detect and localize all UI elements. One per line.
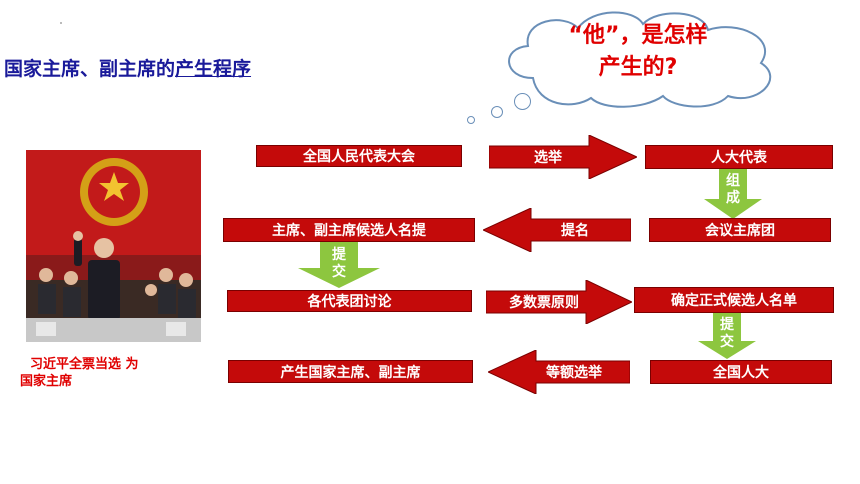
- box-candidate-list: 确定正式候选人名单: [634, 287, 834, 313]
- down-arrow-form: 组成: [704, 169, 762, 219]
- box-npc: 全国人民代表大会: [256, 145, 462, 167]
- page-title-underlined: 产生程序: [175, 58, 252, 80]
- thought-bubble-small: [467, 116, 475, 124]
- arrow-majority: 多数票原则: [486, 280, 632, 324]
- box-npc-full: 全国人大: [650, 360, 832, 384]
- box-deputies: 人大代表: [645, 145, 833, 169]
- box-presidium: 会议主席团: [649, 218, 831, 242]
- down-arrow-submit-2: 提交: [698, 313, 756, 359]
- arrow-nominate: 提名: [483, 208, 631, 252]
- cloud-text: “他”，是怎样 产生的?: [568, 23, 708, 80]
- photo-caption: 习近平全票当选 为 国家主席: [20, 357, 139, 389]
- thought-bubble-large: [514, 93, 531, 110]
- thought-cloud: [508, 11, 772, 108]
- thought-bubble-medium: [491, 106, 503, 118]
- stray-dot: [60, 22, 62, 24]
- box-delegations: 各代表团讨论: [227, 290, 472, 312]
- box-nominees: 主席、副主席候选人名提: [223, 218, 475, 242]
- photo-election: [26, 150, 201, 342]
- box-result: 产生国家主席、副主席: [228, 360, 473, 383]
- arrow-equal-election: 等额选举: [488, 350, 630, 394]
- down-arrow-submit-1: 提交: [298, 242, 380, 288]
- arrow-elect: 选举: [489, 135, 637, 179]
- page-title: 国家主席、副主席的产生程序: [4, 58, 252, 80]
